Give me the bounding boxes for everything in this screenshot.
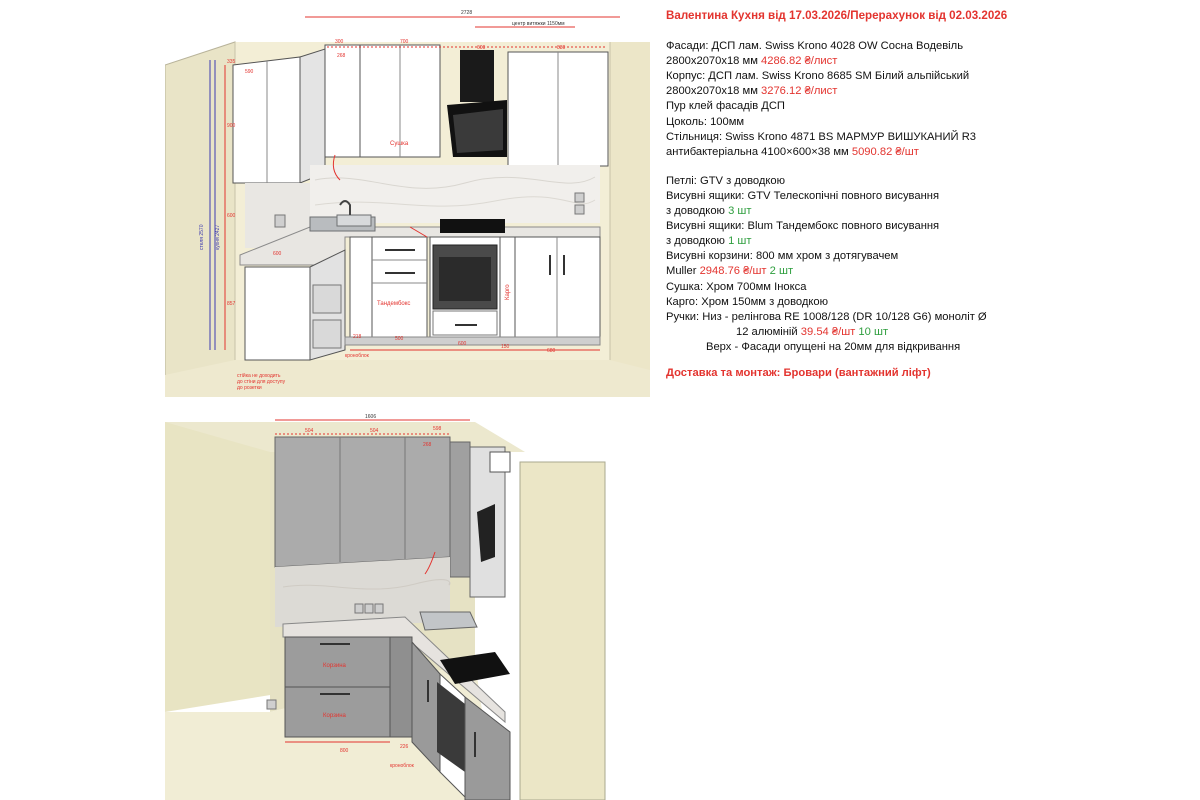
spec-line: Верх - Фасади опущені на 20мм для відкри… bbox=[666, 340, 1198, 355]
spec-text: 2800х2070х18 мм bbox=[666, 55, 762, 68]
dim-700: 700 bbox=[400, 39, 409, 45]
spec-text: 3 шт bbox=[728, 205, 752, 218]
spec-line: Карго: Хром 150мм з доводкою bbox=[666, 295, 1198, 310]
spec-line: Петлі: GTV з доводкою bbox=[666, 174, 1198, 189]
spec-text: 2 шт bbox=[769, 265, 794, 278]
spec-text: 2800х2070х18 мм bbox=[666, 85, 762, 98]
note-line-2: до стіни для доступу bbox=[237, 379, 286, 385]
spec-text: Стільниця: Swiss Krono 4871 BS МАРМУР ВИ… bbox=[666, 130, 976, 143]
spec-text: Висувні корзини: 800 мм хром з дотягувач… bbox=[666, 250, 899, 263]
spec-text: з доводкою bbox=[666, 205, 729, 218]
delivery-note: Доставка та монтаж: Бровари (вантажний л… bbox=[666, 366, 931, 379]
dim-268: 268 bbox=[423, 442, 432, 448]
spec-line: Ручки: Низ - релінгова RE 1008/128 (DR 1… bbox=[666, 310, 1198, 325]
dim-800: 800 bbox=[340, 748, 349, 754]
dim-680: 680 bbox=[547, 348, 556, 354]
dim-335: 335 bbox=[227, 59, 236, 65]
spec-line: антибактеріальна 4100×600×38 мм 5090.82 … bbox=[666, 145, 1198, 160]
dim-300: 300 bbox=[335, 39, 344, 45]
spec-line: Пур клей фасадів ДСП bbox=[666, 99, 1198, 114]
spec-text: 39.54 ₴/шт bbox=[800, 325, 856, 338]
spec-gap bbox=[666, 160, 1198, 174]
spec-line: Стільниця: Swiss Krono 4871 BS МАРМУР ВИ… bbox=[666, 130, 1198, 145]
spec-text: з доводкою bbox=[666, 235, 729, 248]
spec-text: Висувні ящики: GTV Телескопічні повного … bbox=[666, 189, 939, 202]
dim-overall: 2728 bbox=[461, 10, 472, 16]
dim-150: 150 bbox=[501, 344, 510, 350]
spec-line: Висувні корзини: 800 мм хром з дотягувач… bbox=[666, 249, 1198, 264]
spec-line: Muller 2948.76 ₴/шт 2 шт bbox=[666, 264, 1198, 279]
spec-text: Карго: Хром 150мм з доводкою bbox=[666, 295, 829, 308]
dim-overall: 1606 bbox=[365, 414, 376, 420]
spec-line: 12 алюміній 39.54 ₴/шт 10 шт bbox=[666, 325, 1198, 340]
spec-text: Сушка: Хром 700мм Інокса bbox=[666, 280, 807, 293]
dim-504b: 504 bbox=[370, 428, 379, 434]
spec-panel: Валентина Кухня від 17.03.2026/Перерахун… bbox=[666, 8, 1198, 381]
label-cargo: Карго bbox=[505, 284, 511, 300]
dim-500: 500 bbox=[395, 336, 404, 342]
spec-line: з доводкою 1 шт bbox=[666, 234, 1198, 249]
spec-text: 10 шт bbox=[858, 325, 889, 338]
dim-ceiling: стеля 2570 bbox=[199, 224, 205, 250]
label-corner: кроноблок bbox=[345, 353, 370, 359]
dim-kitchen: кухня 2427 bbox=[215, 225, 221, 250]
dim-900: 900 bbox=[227, 123, 236, 129]
dim-226: 226 bbox=[400, 744, 409, 750]
spec-lines: Фасади: ДСП лам. Swiss Krono 4028 OW Сос… bbox=[666, 39, 1198, 355]
kitchen-render-front: 2728 центр витяжки 1150мм 300 700 600 83… bbox=[165, 5, 650, 397]
spec-line: 2800х2070х18 мм 4286.82 ₴/лист bbox=[666, 54, 1198, 69]
spec-text: Ручки: Низ - релінгова RE 1008/128 (DR 1… bbox=[666, 310, 987, 323]
spec-text: Корпус: ДСП лам. Swiss Krono 8685 SM Біл… bbox=[666, 70, 970, 83]
spec-line: Корпус: ДСП лам. Swiss Krono 8685 SM Біл… bbox=[666, 69, 1198, 84]
spec-text: Верх - Фасади опущені на 20мм для відкри… bbox=[706, 340, 961, 353]
spec-text: Петлі: GTV з доводкою bbox=[666, 174, 786, 187]
label-basket-2: Корзина bbox=[323, 713, 347, 719]
label-corner: кроноблок bbox=[390, 763, 415, 769]
spec-line: Фасади: ДСП лам. Swiss Krono 4028 OW Сос… bbox=[666, 39, 1198, 54]
dim-218: 218 bbox=[353, 334, 362, 340]
spec-line: Сушка: Хром 700мм Інокса bbox=[666, 280, 1198, 295]
dim-600-b: 600 bbox=[458, 341, 467, 347]
spec-text: 2948.76 ₴/шт bbox=[699, 265, 767, 278]
spec-line: Цоколь: 100мм bbox=[666, 115, 1198, 130]
dim-598: 598 bbox=[433, 426, 442, 432]
spec-text: Muller bbox=[666, 265, 700, 278]
spec-line: з доводкою 3 шт bbox=[666, 204, 1198, 219]
dim-600-left: 600 bbox=[227, 213, 236, 219]
spec-text: антибактеріальна 4100×600×38 мм bbox=[666, 145, 852, 158]
label-tandembox: Тандембокс bbox=[377, 301, 410, 307]
spec-text: Висувні ящики: Blum Тандембокс повного в… bbox=[666, 220, 940, 233]
dim-504a: 504 bbox=[305, 428, 314, 434]
spec-text: 5090.82 ₴/шт bbox=[851, 145, 919, 158]
spec-line: 2800х2070х18 мм 3276.12 ₴/лист bbox=[666, 84, 1198, 99]
dim-830: 830 bbox=[557, 45, 566, 51]
dim-590: 590 bbox=[245, 69, 254, 75]
dim-hood-center: центр витяжки 1150мм bbox=[512, 21, 565, 27]
spec-text: 1 шт bbox=[728, 235, 752, 248]
dim-857: 857 bbox=[227, 301, 236, 307]
label-basket-1: Корзина bbox=[323, 663, 347, 669]
note-line-3: до розетки bbox=[237, 385, 262, 391]
spec-text: 12 алюміній bbox=[736, 325, 801, 338]
note-line-1: стійка не доходить bbox=[237, 372, 281, 379]
dim-600: 600 bbox=[477, 45, 486, 51]
kitchen-render-side: 1606 504 504 598 268 800 226 Корзина Кор… bbox=[165, 412, 615, 800]
spec-text: Цоколь: 100мм bbox=[666, 115, 745, 128]
label-dryer: Сушка bbox=[390, 141, 409, 147]
dim-600-corner: 600 bbox=[273, 251, 282, 257]
spec-text: Фасади: ДСП лам. Swiss Krono 4028 OW Сос… bbox=[666, 40, 964, 53]
spec-text: Пур клей фасадів ДСП bbox=[666, 100, 785, 113]
spec-line: Висувні ящики: GTV Телескопічні повного … bbox=[666, 189, 1198, 204]
spec-text: 4286.82 ₴/лист bbox=[761, 55, 838, 68]
dim-268: 268 bbox=[337, 53, 346, 59]
spec-line: Висувні ящики: Blum Тандембокс повного в… bbox=[666, 219, 1198, 234]
spec-title: Валентина Кухня від 17.03.2026/Перерахун… bbox=[666, 9, 1008, 22]
spec-text: 3276.12 ₴/лист bbox=[761, 85, 838, 98]
